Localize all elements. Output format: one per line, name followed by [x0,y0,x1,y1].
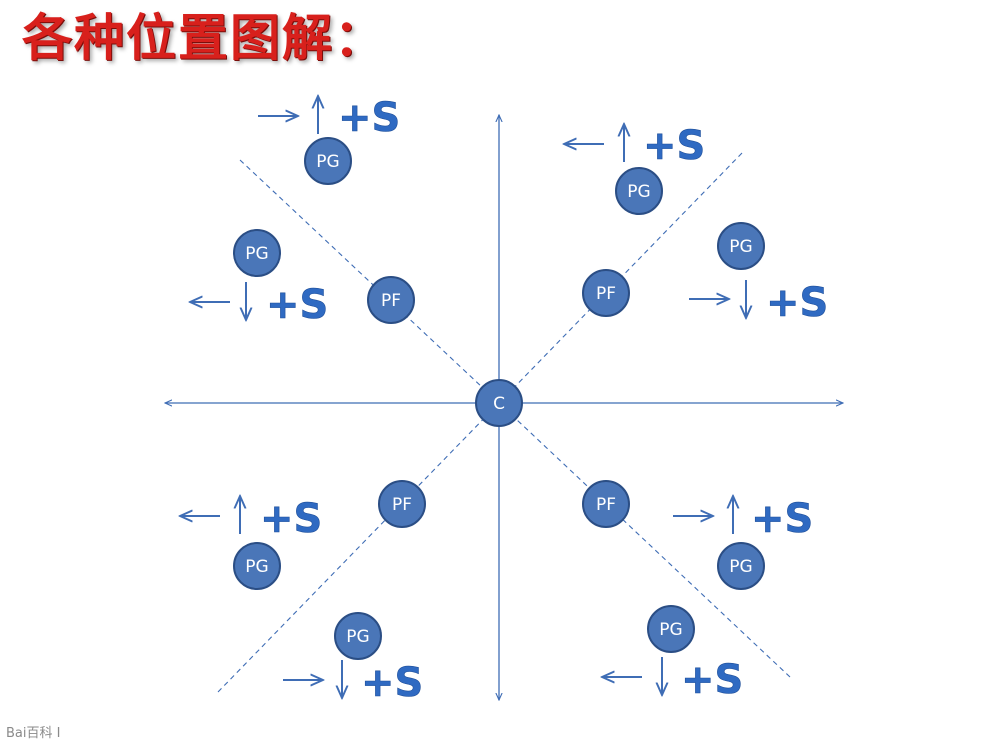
diagonal-lower-left [217,402,500,693]
svg-text:+S: +S [751,496,813,542]
nodes: C PF PF PF PF PG PG PG [233,137,765,660]
watermark-logo: Bai百科 I [6,726,61,741]
svg-text:PF: PF [381,291,401,311]
pg-node-6: PG [717,542,765,590]
svg-text:+S: +S [361,660,423,706]
page-title: 各种位置图解： [22,9,386,67]
center-node: C [475,379,523,427]
pg-node-4: PG [717,222,765,270]
svg-text:+S: +S [266,282,328,328]
direction-group-2: +S [564,123,706,169]
svg-text:+S: +S [681,657,743,703]
svg-text:PG: PG [659,620,682,640]
pf-node-lower-left: PF [378,480,426,528]
svg-text:+S: +S [766,280,828,326]
diagonal-lower-right [498,402,791,678]
pg-node-8: PG [647,605,695,653]
pf-node-upper-right: PF [582,269,630,317]
pg-node-2: PG [615,167,663,215]
svg-text:PG: PG [245,557,268,577]
pg-node-1: PG [304,137,352,185]
direction-group-7: +S [283,660,424,706]
svg-text:PF: PF [392,495,412,515]
direction-group-1: +S [258,95,401,141]
direction-group-6: +S [673,496,814,542]
svg-text:PG: PG [729,557,752,577]
pg-node-5: PG [233,542,281,590]
svg-text:PG: PG [729,237,752,257]
direction-group-8: +S [602,657,744,703]
svg-text:PF: PF [596,284,616,304]
svg-text:+S: +S [643,123,705,169]
svg-text:PG: PG [316,152,339,172]
svg-text:PG: PG [346,627,369,647]
svg-text:PG: PG [627,182,650,202]
svg-text:PF: PF [596,495,616,515]
pg-node-7: PG [334,612,382,660]
svg-text:PG: PG [245,244,268,264]
direction-group-3: +S [190,282,329,328]
svg-text:+S: +S [338,95,400,141]
svg-text:C: C [493,394,505,414]
pf-node-upper-left: PF [367,276,415,324]
svg-text:+S: +S [260,496,322,542]
direction-group-5: +S [180,496,323,542]
pg-node-3: PG [233,229,281,277]
direction-group-4: +S [689,280,829,326]
pf-node-lower-right: PF [582,480,630,528]
direction-labels: +S +S +S +S +S +S [180,95,829,706]
